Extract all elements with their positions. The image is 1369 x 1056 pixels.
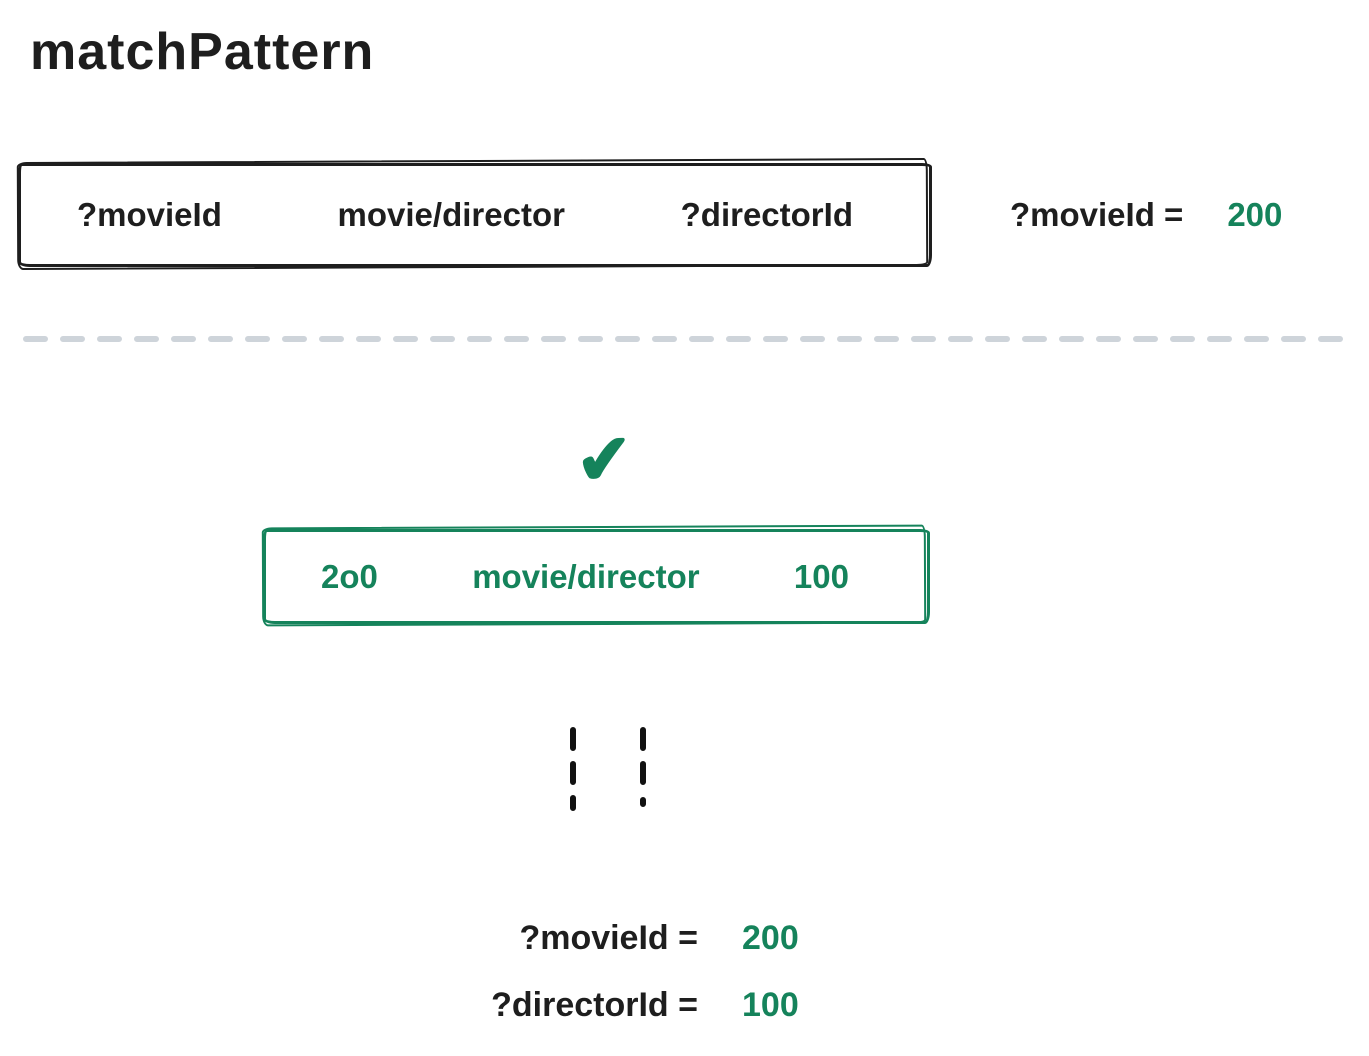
pattern-predicate: movie/director	[337, 196, 565, 233]
matched-predicate: movie/director	[472, 557, 700, 595]
matched-subject: 2o0	[321, 557, 378, 595]
result-binding-value: 200	[742, 919, 799, 957]
result-binding-row-movieid: ?movieId = 200	[400, 915, 880, 961]
matched-triple-box: 2o0 movie/director 100	[263, 529, 930, 624]
result-bindings: ?movieId = 200 ?directorId = 100	[400, 915, 880, 1049]
input-binding: ?movieId = 200	[1010, 163, 1282, 267]
pattern-object: ?directorId	[680, 196, 853, 233]
input-binding-label: ?movieId =	[1010, 196, 1184, 233]
diagram-title: matchPattern	[30, 23, 375, 81]
result-binding-row-directorid: ?directorId = 100	[400, 982, 880, 1028]
matched-object: 100	[793, 557, 849, 595]
triple-pattern-box: ?movieId movie/director ?directorId	[18, 163, 932, 267]
dashed-separator-line	[23, 336, 1347, 342]
result-binding-label: ?directorId =	[491, 986, 698, 1024]
check-icon: ✔	[573, 420, 636, 500]
pattern-subject: ?movieId	[77, 196, 222, 233]
vertical-ellipsis-icon	[570, 727, 646, 821]
input-binding-value: 200	[1227, 196, 1283, 233]
result-binding-value: 100	[742, 986, 799, 1024]
result-binding-label: ?movieId =	[519, 919, 698, 957]
